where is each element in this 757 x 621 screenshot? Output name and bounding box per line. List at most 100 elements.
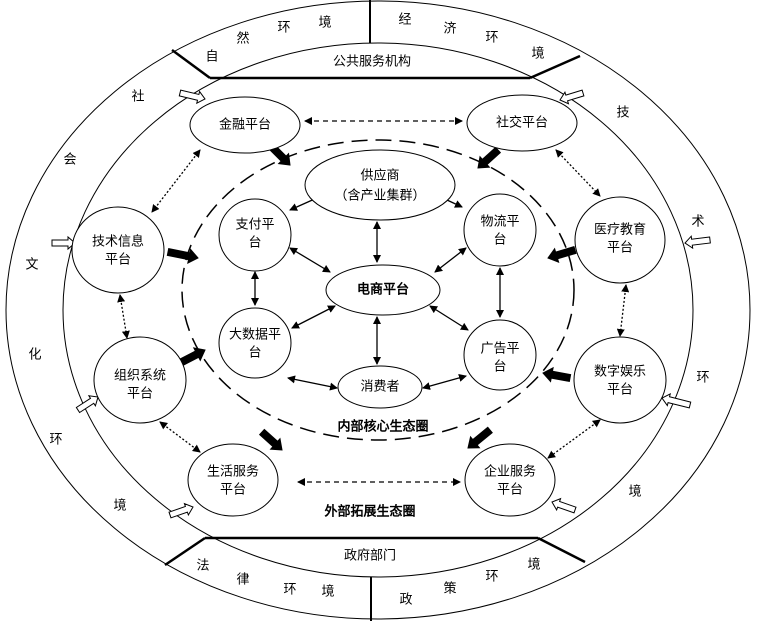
- medical-edu-platform[interactable]: 医疗教育 平台: [574, 196, 666, 284]
- env-economic-2: 济: [443, 22, 456, 37]
- env-social-1: 社: [131, 89, 144, 105]
- payment-label-1: 支付平: [235, 218, 274, 233]
- ads-label-2: 台: [493, 360, 506, 375]
- env-social-4: 化: [28, 348, 41, 363]
- env-legal-3: 环: [283, 583, 296, 598]
- inner-core-label: 内部核心生态圈: [337, 419, 428, 435]
- inner-core-ring: [181, 139, 575, 441]
- env-legal-1: 法: [196, 559, 209, 574]
- hollow-arrow-top-left: [178, 89, 206, 105]
- consumer-node[interactable]: 消费者: [337, 365, 423, 409]
- arrow-finance-tech: [151, 149, 201, 213]
- thick-arrow-life: [258, 428, 283, 451]
- env-tech-3: 环: [696, 371, 709, 386]
- env-natural-4: 境: [318, 16, 331, 31]
- logistics-node[interactable]: 物流平 台: [463, 193, 537, 267]
- logistics-label-1: 物流平: [480, 215, 519, 230]
- outer-environment-ring: [5, 0, 751, 620]
- thick-arrow-medical: [547, 246, 577, 263]
- env-policy-4: 境: [527, 558, 540, 573]
- digital-ent-label-1: 数字娱乐: [594, 365, 646, 380]
- hollow-arrow-lower-right: [661, 392, 692, 409]
- hollow-arrow-top-right: [559, 89, 585, 105]
- bigdata-label-2: 台: [248, 346, 261, 361]
- ads-node[interactable]: 广告平 台: [463, 319, 537, 391]
- supplier-label-1: 供应商: [360, 168, 399, 184]
- enterprise-service-label-2: 平台: [497, 483, 523, 498]
- bigdata-label-1: 大数据平: [229, 328, 281, 343]
- tech-info-label-1: 技术信息: [92, 234, 144, 250]
- hollow-arrow-lower-left: [75, 395, 99, 414]
- digital-ent-label-2: 平台: [607, 383, 633, 398]
- thick-arrow-social: [477, 146, 502, 169]
- enterprise-service-platform[interactable]: 企业服务 平台: [464, 443, 556, 517]
- org-system-platform[interactable]: 组织系统 平台: [93, 336, 187, 424]
- consumer-label: 消费者: [360, 380, 399, 395]
- env-tech-2: 术: [691, 215, 704, 230]
- env-economic-3: 环: [485, 31, 498, 46]
- life-service-platform[interactable]: 生活服务 平台: [187, 443, 279, 517]
- arrow-tech-org: [117, 294, 130, 339]
- finance-platform[interactable]: 金融平台: [189, 96, 301, 154]
- finance-label: 金融平台: [219, 117, 271, 133]
- life-service-label-2: 平台: [220, 483, 246, 498]
- env-social-2: 会: [63, 153, 76, 168]
- thick-arrow-enterprise: [467, 426, 493, 449]
- medical-edu-label-2: 平台: [607, 241, 633, 256]
- env-legal-4: 境: [321, 585, 334, 600]
- env-natural-2: 然: [236, 31, 249, 47]
- arrow-ecommerce-ads: [429, 305, 469, 331]
- bottom-band: 政府部门: [164, 536, 586, 621]
- arrow-digital-enterprise: [547, 419, 601, 459]
- org-system-label-2: 平台: [127, 387, 153, 402]
- public-service-label: 公共服务机构: [333, 54, 411, 70]
- env-policy-2: 策: [443, 581, 456, 597]
- arrow-bigdata-consumer: [287, 375, 338, 391]
- env-policy-3: 环: [485, 570, 498, 585]
- env-tech-4: 境: [628, 485, 641, 500]
- hollow-arrow-left: [51, 235, 76, 251]
- hollow-arrow-bottom-right: [551, 497, 577, 514]
- env-natural-3: 环: [277, 21, 290, 36]
- arrow-medical-digital: [616, 284, 630, 337]
- hollow-arrow-bottom-left: [168, 502, 194, 519]
- environment-labels: 自 然 环 境 经 济 环 境 社 会 文 化 环 境 技 术 环 境 法 律 …: [25, 13, 709, 608]
- top-band: 公共服务机构: [171, 0, 581, 80]
- tech-info-platform[interactable]: 技术信息 平台: [71, 206, 165, 294]
- arrow-logistics-ecommerce: [434, 247, 467, 273]
- env-legal-2: 律: [236, 573, 249, 588]
- env-economic-1: 经: [398, 13, 411, 28]
- ecommerce-node[interactable]: 电商平台: [325, 264, 441, 316]
- inner-ring: [62, 42, 694, 578]
- env-social-3: 文: [25, 258, 38, 273]
- thick-arrow-tech: [166, 247, 199, 265]
- enterprise-service-label-1: 企业服务: [484, 464, 536, 480]
- social-label: 社交平台: [496, 115, 548, 131]
- life-service-label-1: 生活服务: [207, 464, 259, 480]
- government-label: 政府部门: [344, 549, 396, 564]
- connectors: [51, 89, 711, 519]
- env-social-5: 环: [49, 433, 62, 448]
- arrow-payment-ecommerce: [289, 247, 331, 273]
- env-social-6: 境: [113, 499, 126, 514]
- payment-node[interactable]: 支付平 台: [218, 198, 292, 272]
- tech-info-label-2: 平台: [105, 253, 131, 268]
- bigdata-node[interactable]: 大数据平 台: [218, 307, 292, 379]
- env-natural-1: 自: [205, 50, 218, 65]
- outer-ring-label: 外部拓展生态圈: [323, 504, 415, 520]
- supplier-node[interactable]: 供应商 （含产业集群）: [304, 149, 456, 221]
- digital-ent-platform[interactable]: 数字娱乐 平台: [573, 336, 667, 424]
- hollow-arrow-right: [684, 235, 711, 250]
- arrow-consumer-ads: [422, 374, 467, 390]
- social-platform[interactable]: 社交平台: [466, 94, 578, 152]
- env-policy-1: 政: [399, 593, 412, 608]
- ecommerce-label: 电商平台: [357, 282, 409, 298]
- arrow-org-life: [159, 421, 201, 453]
- arrow-ecommerce-bigdata: [291, 305, 336, 329]
- payment-label-2: 台: [248, 236, 261, 251]
- ads-label-1: 广告平: [480, 342, 519, 357]
- logistics-label-2: 台: [493, 233, 506, 248]
- env-economic-4: 境: [531, 47, 544, 62]
